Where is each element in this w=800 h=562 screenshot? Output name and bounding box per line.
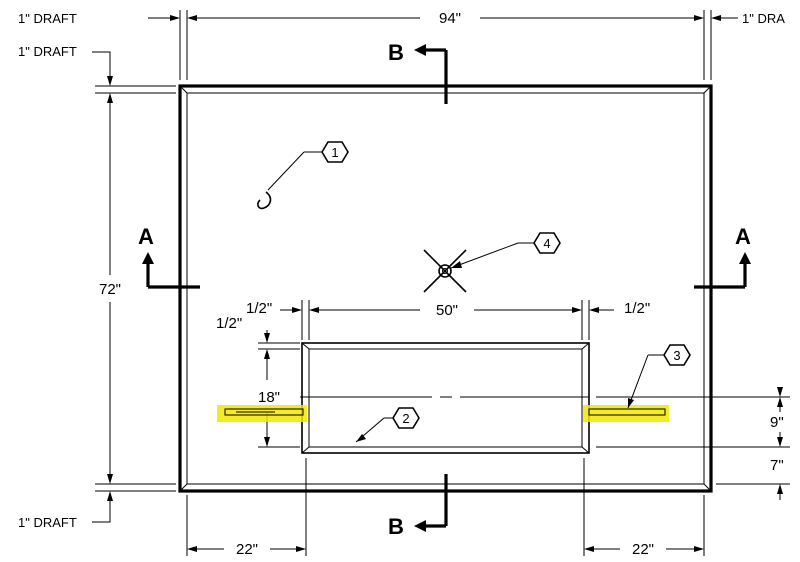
callout-1-hex: [321, 141, 349, 163]
dim-overall-width: 94": [439, 10, 461, 27]
pipe-left-highlight: [217, 405, 307, 422]
section-a-right: A: [735, 224, 751, 249]
callout-2-label: 2: [402, 411, 409, 426]
callout-3-hex: [663, 344, 691, 366]
dim-opening-half-vertical: 1/2": [216, 315, 242, 332]
callout-2-hex: [392, 407, 420, 429]
dim-bottom-right: 22": [632, 541, 654, 558]
opening-frame: [301, 342, 590, 454]
outer-frame-inner: [186, 92, 705, 485]
drain-symbol: [423, 249, 467, 293]
dim-bottom-left: 22": [236, 541, 258, 558]
opening-frame-inner: [308, 348, 583, 448]
dim-draft-left-upper: 1" DRAFT: [18, 44, 77, 59]
section-b-top: B: [388, 40, 404, 65]
dim-opening-half-left: 1/2": [246, 300, 272, 317]
dim-opening-half-right: 1/2": [624, 300, 650, 317]
pipe-right: [588, 408, 666, 416]
dim-opening-height: 18": [258, 389, 280, 406]
hook-symbol: [257, 191, 272, 210]
pipe-left: [224, 408, 304, 416]
dim-overall-height: 72": [99, 281, 121, 298]
pipe-right-highlight: [583, 405, 669, 422]
callout-1-label: 1: [331, 145, 338, 160]
callout-3-label: 3: [673, 348, 680, 363]
callout-4-label: 4: [543, 236, 550, 251]
dim-draft-top-left: 1" DRAFT: [18, 11, 77, 26]
dim-right-upper: 9": [770, 414, 784, 431]
dim-opening-width: 50": [436, 302, 458, 319]
callout-4-hex: [533, 232, 561, 254]
section-b-bottom: B: [388, 514, 404, 539]
outer-frame: [178, 84, 713, 493]
dim-draft-left-lower: 1" DRAFT: [18, 515, 77, 530]
dim-right-lower: 7": [770, 457, 784, 474]
dim-draft-top-right: 1" DRA: [742, 11, 785, 26]
section-a-left: A: [138, 224, 154, 249]
